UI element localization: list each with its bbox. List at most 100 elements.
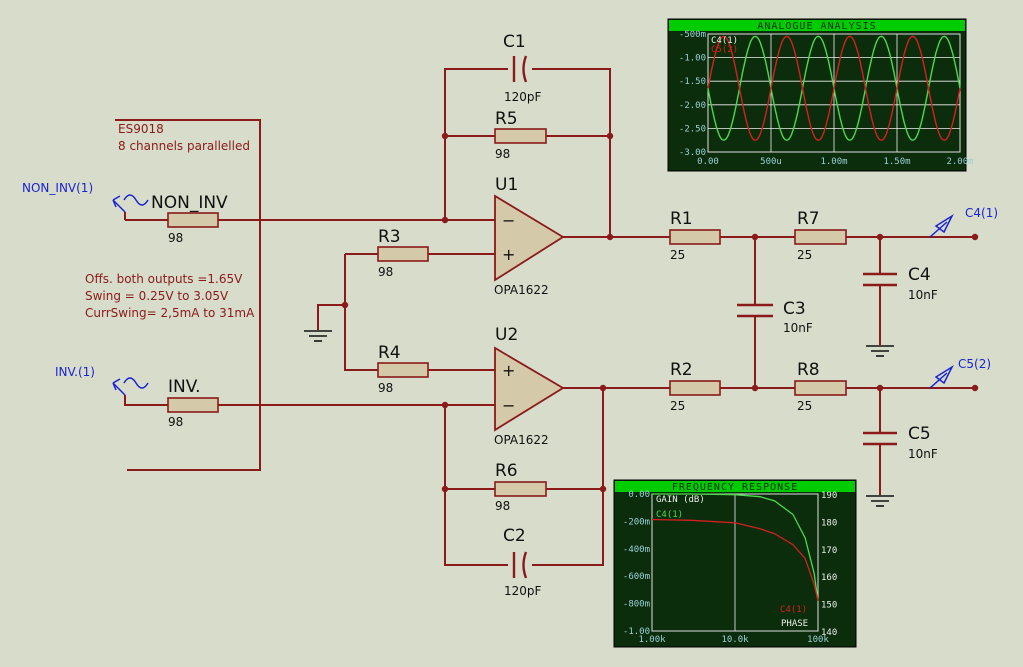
resistor-r8[interactable] (794, 380, 847, 396)
ground-symbol-1 (304, 330, 332, 342)
r4-ref-label: R4 (378, 343, 401, 363)
offset-note: Offs. both outputs =1.65V (85, 272, 243, 286)
probe-c4-label: C4(1) (965, 206, 998, 220)
opamp-u2[interactable]: + − (494, 346, 565, 432)
block-sub-note: 8 channels parallelled (118, 139, 250, 153)
opamp-u1[interactable]: − + (494, 194, 565, 282)
y-tick-label: -3.00 (679, 148, 706, 158)
y-right-tick-label: 170 (821, 546, 837, 556)
y-tick-label: -1.50 (679, 77, 706, 87)
c5-ref-label: C5 (908, 424, 931, 444)
minus-sign-icon: − (502, 211, 515, 230)
graph-title-bar (669, 20, 965, 31)
resistor-rin-noninv[interactable] (167, 212, 219, 228)
series-line-c5 (707, 35, 961, 141)
ground-symbol-2 (866, 345, 894, 357)
resistor-r4[interactable] (377, 362, 429, 378)
legend-c5: C5(2) (711, 45, 738, 55)
resistor-r5[interactable] (494, 128, 547, 144)
capacitor-c2[interactable] (512, 551, 528, 579)
r6-value-label: 98 (495, 499, 510, 513)
r5-value-label: 98 (495, 147, 510, 161)
rin-inv-value-label: 98 (168, 415, 183, 429)
wires (115, 68, 975, 566)
resistor-rin-inv[interactable] (167, 397, 219, 413)
voltage-probe-c4[interactable] (929, 213, 954, 238)
r7-value-label: 25 (797, 248, 812, 262)
generator-noninv-label: NON_INV(1) (22, 181, 93, 195)
analogue-grid (708, 34, 960, 152)
x-tick-label: 2.00m (946, 157, 973, 167)
legend-c4: C4(1) (711, 36, 738, 46)
u2-ref-label: U2 (495, 325, 518, 345)
r2-ref-label: R2 (670, 360, 693, 380)
gain-axis-label: GAIN (dB) (656, 495, 705, 505)
r1-ref-label: R1 (670, 209, 693, 229)
graph-title-bar (615, 481, 855, 492)
capacitor-c4[interactable] (863, 272, 897, 287)
generator-noninv[interactable] (112, 194, 149, 213)
capacitor-c1[interactable] (512, 55, 528, 83)
probe-c5-label: C5(2) (958, 357, 991, 371)
x-tick-label: 10.0k (721, 635, 749, 645)
c2-ref-label: C2 (503, 526, 526, 546)
resistor-r3[interactable] (377, 246, 429, 262)
freq-y-left-ticks: 0.00-200m-400m-600m-800m-1.00 (623, 490, 650, 637)
c3-value-label: 10nF (783, 321, 813, 335)
y-right-tick-label: 140 (821, 628, 837, 638)
r5-ref-label: R5 (495, 109, 518, 129)
plus-sign-icon: + (502, 245, 515, 264)
block-title-note: ES9018 (118, 122, 164, 136)
minus-sign-icon: − (502, 396, 515, 415)
x-tick-label: 100k (807, 635, 829, 645)
c3-ref-label: C3 (783, 299, 806, 319)
analogue-series (707, 35, 961, 141)
c4-value-label: 10nF (908, 288, 938, 302)
y-tick-label: -2.50 (679, 124, 706, 134)
r3-ref-label: R3 (378, 227, 401, 247)
c2-value-label: 120pF (504, 584, 542, 598)
c5-value-label: 10nF (908, 447, 938, 461)
c1-ref-label: C1 (503, 32, 526, 52)
y-right-tick-label: 180 (821, 518, 837, 528)
y-left-tick-label: -200m (623, 517, 650, 527)
resistor-r7[interactable] (794, 229, 847, 245)
y-left-tick-label: -600m (623, 572, 650, 582)
r8-value-label: 25 (797, 399, 812, 413)
capacitor-c3[interactable] (737, 303, 773, 318)
r1-value-label: 25 (670, 248, 685, 262)
capacitor-c5[interactable] (863, 431, 897, 446)
junctions (341, 132, 979, 493)
r7-ref-label: R7 (797, 209, 820, 229)
voltage-probe-c5[interactable] (929, 364, 954, 389)
rin-inv-ref-label: INV. (168, 377, 201, 397)
ground-symbol-3 (866, 495, 894, 507)
r4-value-label: 98 (378, 381, 393, 395)
legend-phase: C4(1) (780, 605, 807, 615)
freq-series (651, 493, 819, 602)
generator-inv[interactable] (112, 377, 149, 396)
generator-inv-label: INV.(1) (55, 365, 95, 379)
y-left-tick-label: 0.00 (628, 490, 650, 500)
frequency-response-graph[interactable]: FREQUENCY RESPONSE 0.00-200m-400m-600m-8… (613, 479, 857, 648)
gain-series-line (652, 493, 819, 601)
y-right-tick-label: 190 (821, 491, 837, 501)
plus-sign-icon: + (502, 361, 515, 380)
r3-value-label: 98 (378, 265, 393, 279)
y-left-tick-label: -1.00 (623, 627, 650, 637)
resistor-r2[interactable] (669, 380, 721, 396)
analogue-analysis-graph[interactable]: ANALOGUE ANALYSIS -500m-1.00-1.50-2.00-2… (667, 18, 974, 172)
rin-noninv-ref-label: NON_INV (151, 193, 228, 213)
y-tick-label: -2.00 (679, 101, 706, 111)
c4-ref-label: C4 (908, 265, 931, 285)
u1-model-label: OPA1622 (494, 283, 549, 297)
rin-noninv-value-label: 98 (168, 231, 183, 245)
resistor-r1[interactable] (669, 229, 721, 245)
r2-value-label: 25 (670, 399, 685, 413)
y-right-tick-label: 150 (821, 601, 837, 611)
phase-series-line (651, 518, 819, 602)
resistor-r6[interactable] (494, 481, 547, 497)
y-left-tick-label: -800m (623, 600, 650, 610)
